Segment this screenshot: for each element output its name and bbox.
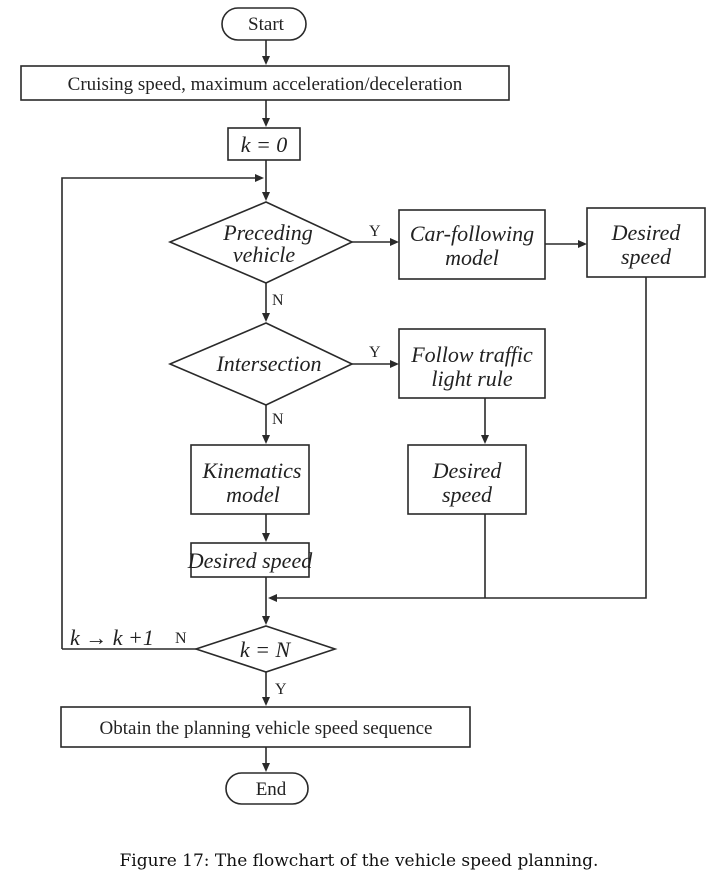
arrowhead — [481, 435, 489, 444]
traffic-light-line2: light rule — [431, 366, 513, 391]
arrowhead — [262, 56, 270, 65]
arrowhead — [262, 435, 270, 444]
params-box: Cruising speed, maximum acceleration/dec… — [20, 65, 510, 101]
increment-label: k → k +1 — [70, 625, 154, 650]
start-terminal: Start — [221, 7, 307, 41]
arrowheads — [255, 56, 587, 772]
figure-caption: Figure 17: The flowchart of the vehicle … — [120, 851, 599, 871]
edge-loop-back — [61, 177, 258, 649]
decision-preceding-vehicle: Preceding vehicle — [167, 201, 354, 284]
desired-speed-kin-label: Desired speed — [187, 548, 313, 573]
preceding-yes-label: Y — [369, 223, 381, 240]
desired-speed-cf-box: Desired speed — [586, 207, 706, 278]
arrowhead — [390, 238, 399, 246]
arrowhead — [262, 192, 270, 201]
intersection-yes-label: Y — [369, 344, 381, 361]
desired-speed-tl-box: Desired speed — [407, 444, 527, 515]
check-no-label: N — [175, 630, 187, 647]
kinematics-line2: model — [226, 482, 280, 507]
traffic-light-box: Follow traffic light rule — [398, 328, 546, 399]
kinematics-box: Kinematics model — [190, 444, 310, 515]
k-equals-n-label: k = N — [240, 637, 292, 662]
car-following-line2: model — [445, 245, 499, 270]
preceding-label-line1: Preceding — [222, 220, 313, 245]
arrowhead — [262, 533, 270, 542]
init-box: k = 0 — [227, 127, 301, 161]
preceding-no-label: N — [272, 292, 284, 309]
start-label: Start — [248, 14, 285, 35]
desired-speed-kin-box: Desired speed — [187, 542, 313, 578]
decision-intersection: Intersection — [167, 322, 354, 406]
arrowhead — [390, 360, 399, 368]
car-following-line1: Car-following — [410, 221, 534, 246]
arrowhead — [262, 313, 270, 322]
obtain-label: Obtain the planning vehicle speed sequen… — [100, 718, 433, 739]
kinematics-line1: Kinematics — [202, 458, 302, 483]
arrowhead — [255, 174, 264, 182]
init-label: k = 0 — [241, 132, 288, 157]
desired-speed-cf-line1: Desired — [611, 220, 682, 245]
connectors — [61, 40, 647, 769]
end-label: End — [256, 779, 287, 800]
arrowhead — [262, 763, 270, 772]
intersection-no-label: N — [272, 411, 284, 428]
preceding-label-line2: vehicle — [233, 242, 296, 267]
desired-speed-tl-line1: Desired — [432, 458, 503, 483]
params-label: Cruising speed, maximum acceleration/dec… — [68, 74, 463, 95]
obtain-box: Obtain the planning vehicle speed sequen… — [60, 706, 471, 748]
desired-speed-cf-line2: speed — [621, 244, 672, 269]
end-terminal: End — [225, 772, 309, 805]
arrowhead — [268, 594, 277, 602]
desired-speed-tl-line2: speed — [442, 482, 493, 507]
arrowhead — [262, 616, 270, 625]
arrowhead — [262, 697, 270, 706]
arrowhead — [578, 240, 587, 248]
edge-desired-cf-merge — [272, 277, 647, 599]
traffic-light-line1: Follow traffic — [410, 342, 533, 367]
intersection-label: Intersection — [215, 351, 321, 376]
check-yes-label: Y — [275, 681, 287, 698]
arrowhead — [262, 118, 270, 127]
car-following-box: Car-following model — [398, 209, 546, 280]
decision-k-equals-n: k = N — [193, 625, 338, 673]
